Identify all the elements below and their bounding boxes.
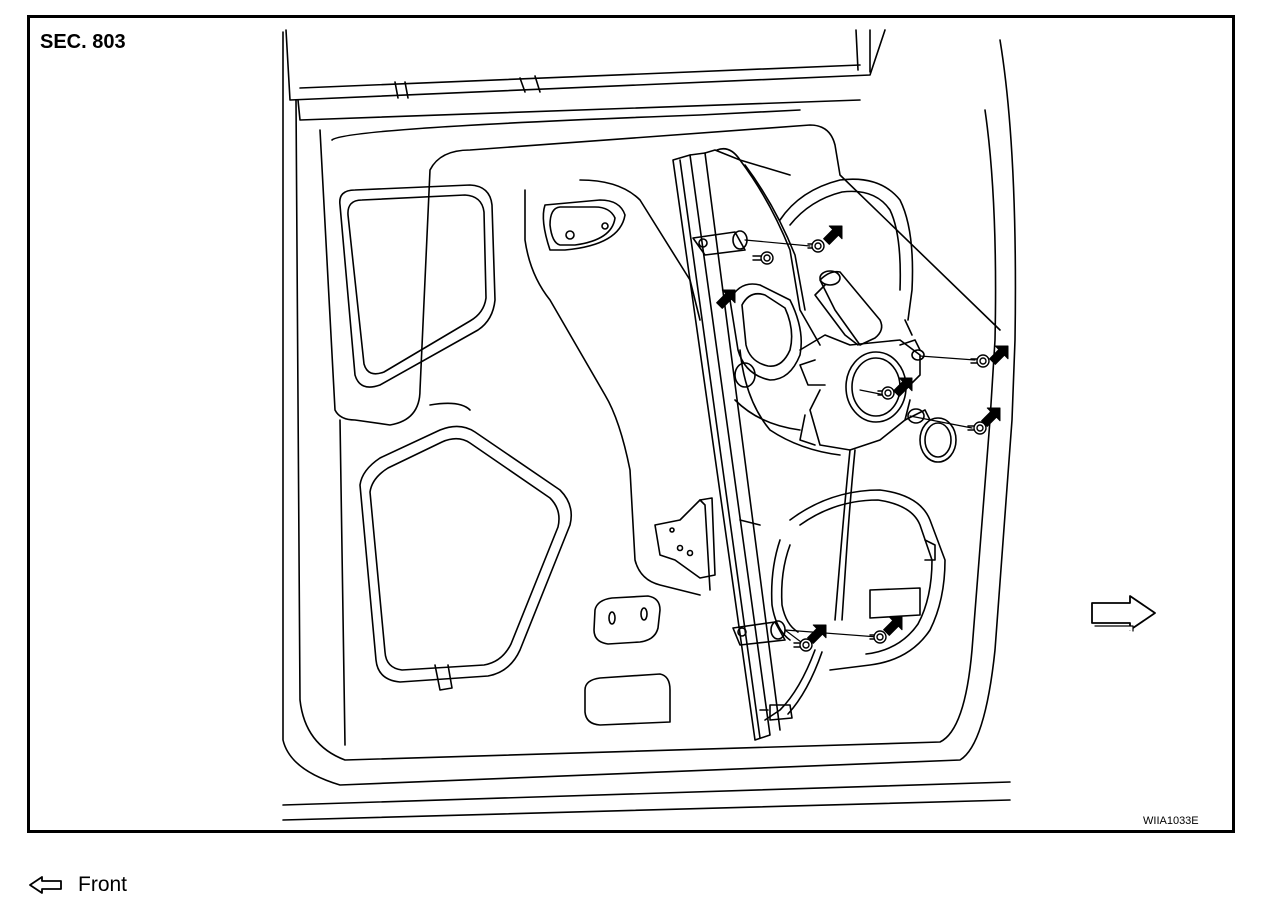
diagram-frame <box>27 15 1235 833</box>
upper-speaker-cutout <box>729 178 914 456</box>
hollow-arrow-right-icon <box>1091 595 1156 632</box>
hollow-arrow-left-icon <box>29 876 62 894</box>
window-motor <box>799 270 957 463</box>
legend-label: Front <box>78 873 128 896</box>
bolt-leader-lines <box>744 239 976 646</box>
solid-arrow-icon <box>716 225 1009 644</box>
front-legend: Front <box>28 868 127 902</box>
section-label: SEC. 803 <box>40 31 126 53</box>
window-glass-guide <box>654 147 791 741</box>
regulator-cable <box>739 159 856 721</box>
bolt-icon <box>752 239 990 652</box>
figure-code: WIIA1033E <box>1143 815 1199 827</box>
lower-speaker-cutout <box>770 489 946 671</box>
door-outline <box>282 29 1017 821</box>
